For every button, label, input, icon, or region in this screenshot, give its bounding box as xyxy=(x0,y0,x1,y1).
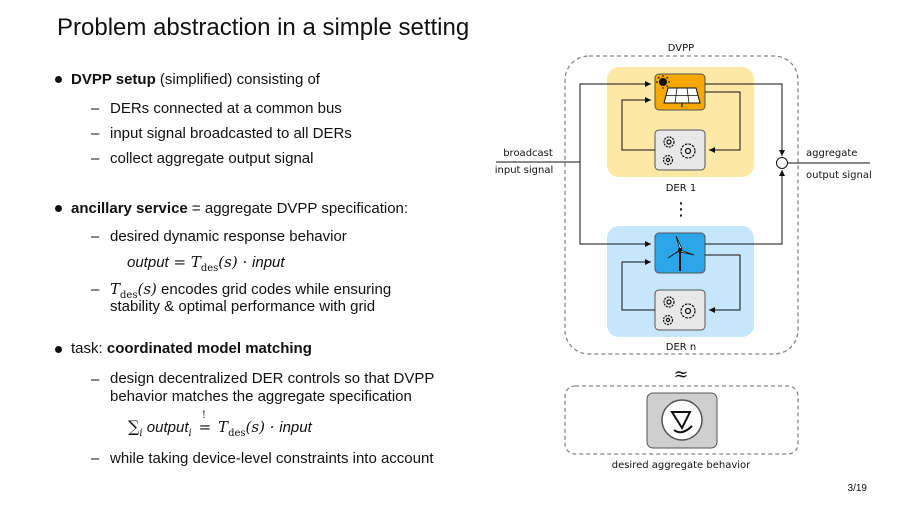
gears-icon xyxy=(662,136,696,166)
formula-2-i: i xyxy=(139,428,143,439)
der-n-region xyxy=(607,226,754,337)
dash: – xyxy=(91,450,100,467)
dash: – xyxy=(91,125,100,142)
aggregate-label-2: output signal xyxy=(806,170,872,181)
formula-1: output = Tdes(s) · input xyxy=(127,252,285,279)
page-number: 3/19 xyxy=(847,483,867,494)
formula-2: ∑i outputi != Tdes(s) · input xyxy=(128,410,312,444)
approx-symbol: ≈ xyxy=(673,364,688,385)
formula-1-T: T xyxy=(190,253,201,271)
bullet-1-rest: (simplified) consisting of xyxy=(155,71,320,88)
vertical-dots: ⋮ xyxy=(672,199,690,220)
formula-1-des: des xyxy=(200,263,219,274)
formula-2-input: input xyxy=(279,419,312,436)
bullet-dvpp-setup: DVPP setup (simplified) consisting of xyxy=(71,71,320,89)
formula-2-eq-bang: != xyxy=(196,410,214,438)
bullet-2-rest: = aggregate DVPP specification: xyxy=(187,200,409,217)
sun-icon xyxy=(656,75,670,89)
bullet-dot-2 xyxy=(55,205,62,212)
formula-1-input: input xyxy=(252,254,285,271)
sub-item-1-1: DERs connected at a common bus xyxy=(110,100,342,117)
sub-item-1-3: collect aggregate output signal xyxy=(110,150,314,167)
gears-icon xyxy=(662,296,696,326)
sub-item-2-2: Tdes(s) encodes grid codes while ensurin… xyxy=(110,280,392,301)
slide-title: Problem abstraction in a simple setting xyxy=(57,14,470,41)
sub-item-3-2: while taking device-level constraints in… xyxy=(110,450,434,467)
sub-item-3-1-line2: behavior matches the aggregate specifica… xyxy=(110,388,412,405)
der-n-label: DER n xyxy=(666,342,696,353)
bullet-dot-1 xyxy=(55,76,62,83)
sub-item-1-2: input signal broadcasted to all DERs xyxy=(110,125,352,142)
formula-2-T: T xyxy=(218,418,229,436)
formula-1-output: output xyxy=(127,254,169,271)
dvpp-label: DVPP xyxy=(668,43,694,54)
wind-turbine-icon xyxy=(667,235,695,271)
der-1-controller xyxy=(654,129,706,171)
der-n-controller xyxy=(654,289,706,331)
dash: – xyxy=(91,150,100,167)
sub-item-3-1: design decentralized DER controls so tha… xyxy=(110,370,435,387)
dash: – xyxy=(91,100,100,117)
formula-2-eq: = xyxy=(198,418,212,436)
bullet-2-bold: ancillary service xyxy=(71,200,188,217)
bullet-3-plain: task: xyxy=(71,340,107,357)
bullet-task: task: coordinated model matching xyxy=(71,340,312,358)
dash: – xyxy=(91,281,100,298)
dash: – xyxy=(91,371,100,388)
formula-2-sum: ∑ xyxy=(128,417,140,436)
sub-item-2-2-line2: stability & optimal performance with gri… xyxy=(110,298,376,315)
formula-1-eq: = xyxy=(168,253,191,271)
formula-2-des: des xyxy=(228,428,246,439)
desired-boundary xyxy=(564,385,799,455)
sub-item-2-1: desired dynamic response behavior xyxy=(110,228,347,245)
formula-2-output: output xyxy=(142,419,189,436)
formula-1-T-inline: T xyxy=(110,280,121,298)
desired-label: desired aggregate behavior xyxy=(612,460,751,471)
solar-panel-icon xyxy=(663,87,701,107)
formula-1-s: (s) · xyxy=(218,253,253,271)
der-1-label: DER 1 xyxy=(666,183,697,194)
aggregate-label-1: aggregate xyxy=(806,148,857,159)
bullet-1-bold: DVPP setup xyxy=(71,71,156,88)
formula-2-s: (s) · xyxy=(245,418,280,436)
summing-junction xyxy=(776,157,788,169)
dash: – xyxy=(91,228,100,245)
aggregate-logo-icon xyxy=(661,399,703,441)
dvpp-boundary xyxy=(564,55,799,355)
formula-2-bang: ! xyxy=(201,410,206,421)
broadcast-label-2: input signal xyxy=(495,165,553,176)
broadcast-label-1: broadcast xyxy=(503,148,553,159)
bullet-3-bold: coordinated model matching xyxy=(106,340,312,357)
formula-2-i-sub: i xyxy=(188,428,192,439)
bullet-dot-3 xyxy=(55,346,62,353)
sub-item-2-2-rest: encodes grid codes while ensuring xyxy=(156,281,392,298)
bullet-ancillary-service: ancillary service = aggregate DVPP speci… xyxy=(71,200,408,218)
formula-1-des-inline: des xyxy=(120,290,138,301)
